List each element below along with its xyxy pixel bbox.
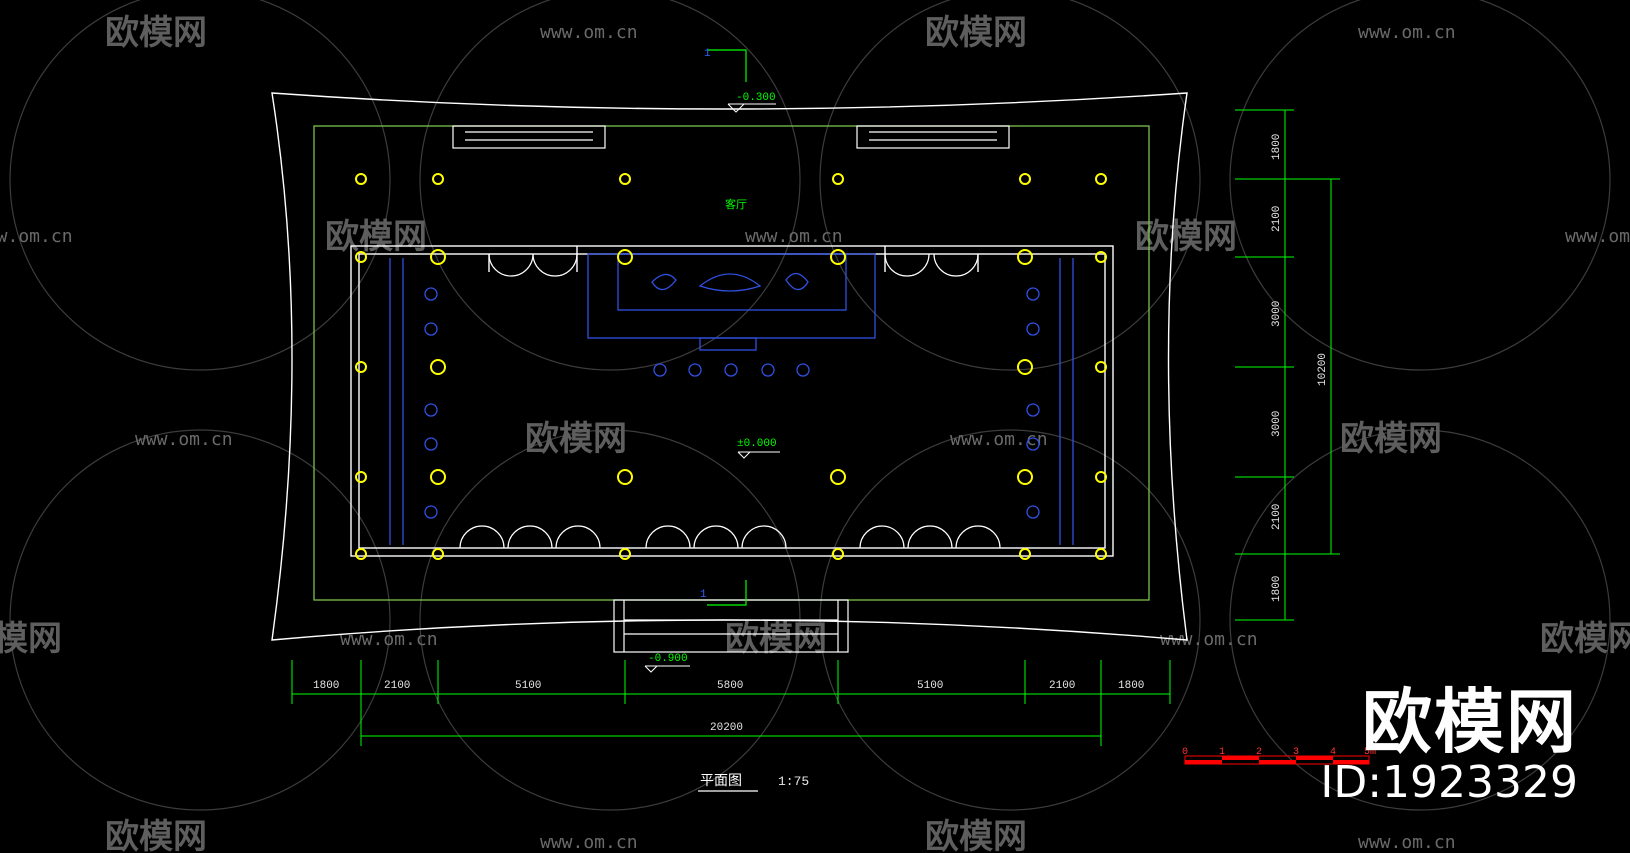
watermark-logo: 欧模网 [525,419,627,459]
horizontal-dim-labels: 1800 2100 5100 5800 5100 2100 1800 20200 [313,680,1144,734]
watermark-url: www.om.cn [540,22,638,43]
drawing-title: 平面图 [700,773,742,789]
scale-tick: 3 [1293,747,1299,758]
watermark-logo: 欧模网 [105,817,207,853]
front-steps [613,599,849,653]
scale-tick: 1 [1219,747,1225,758]
furniture-blue [389,253,1074,545]
dim-v-3: 3000 [1271,301,1283,327]
section-mark-top: 1 [704,48,711,60]
dim-h-1: 1800 [313,680,339,692]
watermark-logo: 欧模网 [725,619,827,659]
watermark-url: www.om.cn [950,429,1048,450]
roof-outline [271,92,1188,641]
scale-tick: 4 [1330,747,1336,758]
bottom-doors [459,525,1001,549]
horizontal-dimensions [291,660,1171,746]
watermark-logo: 欧模网 [1135,217,1237,257]
watermark-url: www.om.cn [745,226,843,247]
section-mark-bottom: 1 [700,589,707,601]
brand-id: ID:1923329 [1320,757,1578,808]
dim-v-2: 2100 [1271,206,1283,232]
vertical-dimensions [1235,109,1340,621]
watermark-url: www.om.cn [1358,832,1456,853]
scale-tick: 0 [1182,747,1188,758]
watermark-logo: 欧模网 [925,13,1027,53]
watermark-logo: 欧模网 [1340,419,1442,459]
brand-name: 欧模网 [1362,681,1578,763]
scale-bar-ticks: 0 1 2 3 4 5m [1182,747,1376,758]
dim-h-7: 1800 [1118,680,1144,692]
top-benches [452,125,1010,149]
area-label: 客厅 [725,197,747,211]
columns-yellow [355,173,1107,560]
watermark-url: www.om.cn [1358,22,1456,43]
elevation-center: ±0.000 [737,438,777,450]
drawing-scale: 1:75 [778,774,809,789]
watermark-circles [9,0,1611,811]
dim-v-6: 1800 [1271,576,1283,602]
watermark-logo: 欧模网 [0,619,62,659]
scale-tick: 5m [1364,747,1376,758]
section-marks [707,49,747,606]
watermark-url: www.om.cn [540,832,638,853]
elevation-top: -0.300 [736,92,776,104]
dim-h-5: 5100 [917,680,943,692]
dim-v-4: 3000 [1271,411,1283,437]
watermark-logo: 欧模网 [1540,619,1630,659]
watermark-logo: 欧模网 [325,217,427,257]
watermark-logo: 欧模网 [925,817,1027,853]
elevation-bottom: -0.900 [648,653,688,665]
elevation-markers [644,103,780,673]
watermark-labels: 欧模网 欧模网 欧模网 欧模网 欧模网 欧模网 欧模网 欧模网 欧模网 欧模网 … [0,13,1630,853]
dim-h-2: 2100 [384,680,410,692]
brand-block: 欧模网 ID:1923329 [1320,686,1578,808]
dim-v-1: 1800 [1271,134,1283,160]
vertical-dim-labels: 1800 2100 3000 3000 2100 1800 10200 [1271,134,1329,602]
watermark-logo: 欧模网 [105,13,207,53]
watermark-url: www.om.cn [0,226,73,247]
scale-bar [1184,755,1370,765]
watermark-url: www.om.cn [135,429,233,450]
watermark-url: www.om.cn [1160,629,1258,650]
top-doors [488,253,979,277]
dim-h-3: 5100 [515,680,541,692]
scale-tick: 2 [1256,747,1262,758]
dim-v-5: 2100 [1271,504,1283,530]
dim-h-6: 2100 [1049,680,1075,692]
dim-h-total: 20200 [710,722,743,734]
building-walls [350,245,1114,557]
dim-h-4: 5800 [717,680,743,692]
watermark-url: www.om.cn [340,629,438,650]
watermark-url: www.om.cn [1565,226,1630,247]
dim-v-total: 10200 [1317,353,1329,386]
